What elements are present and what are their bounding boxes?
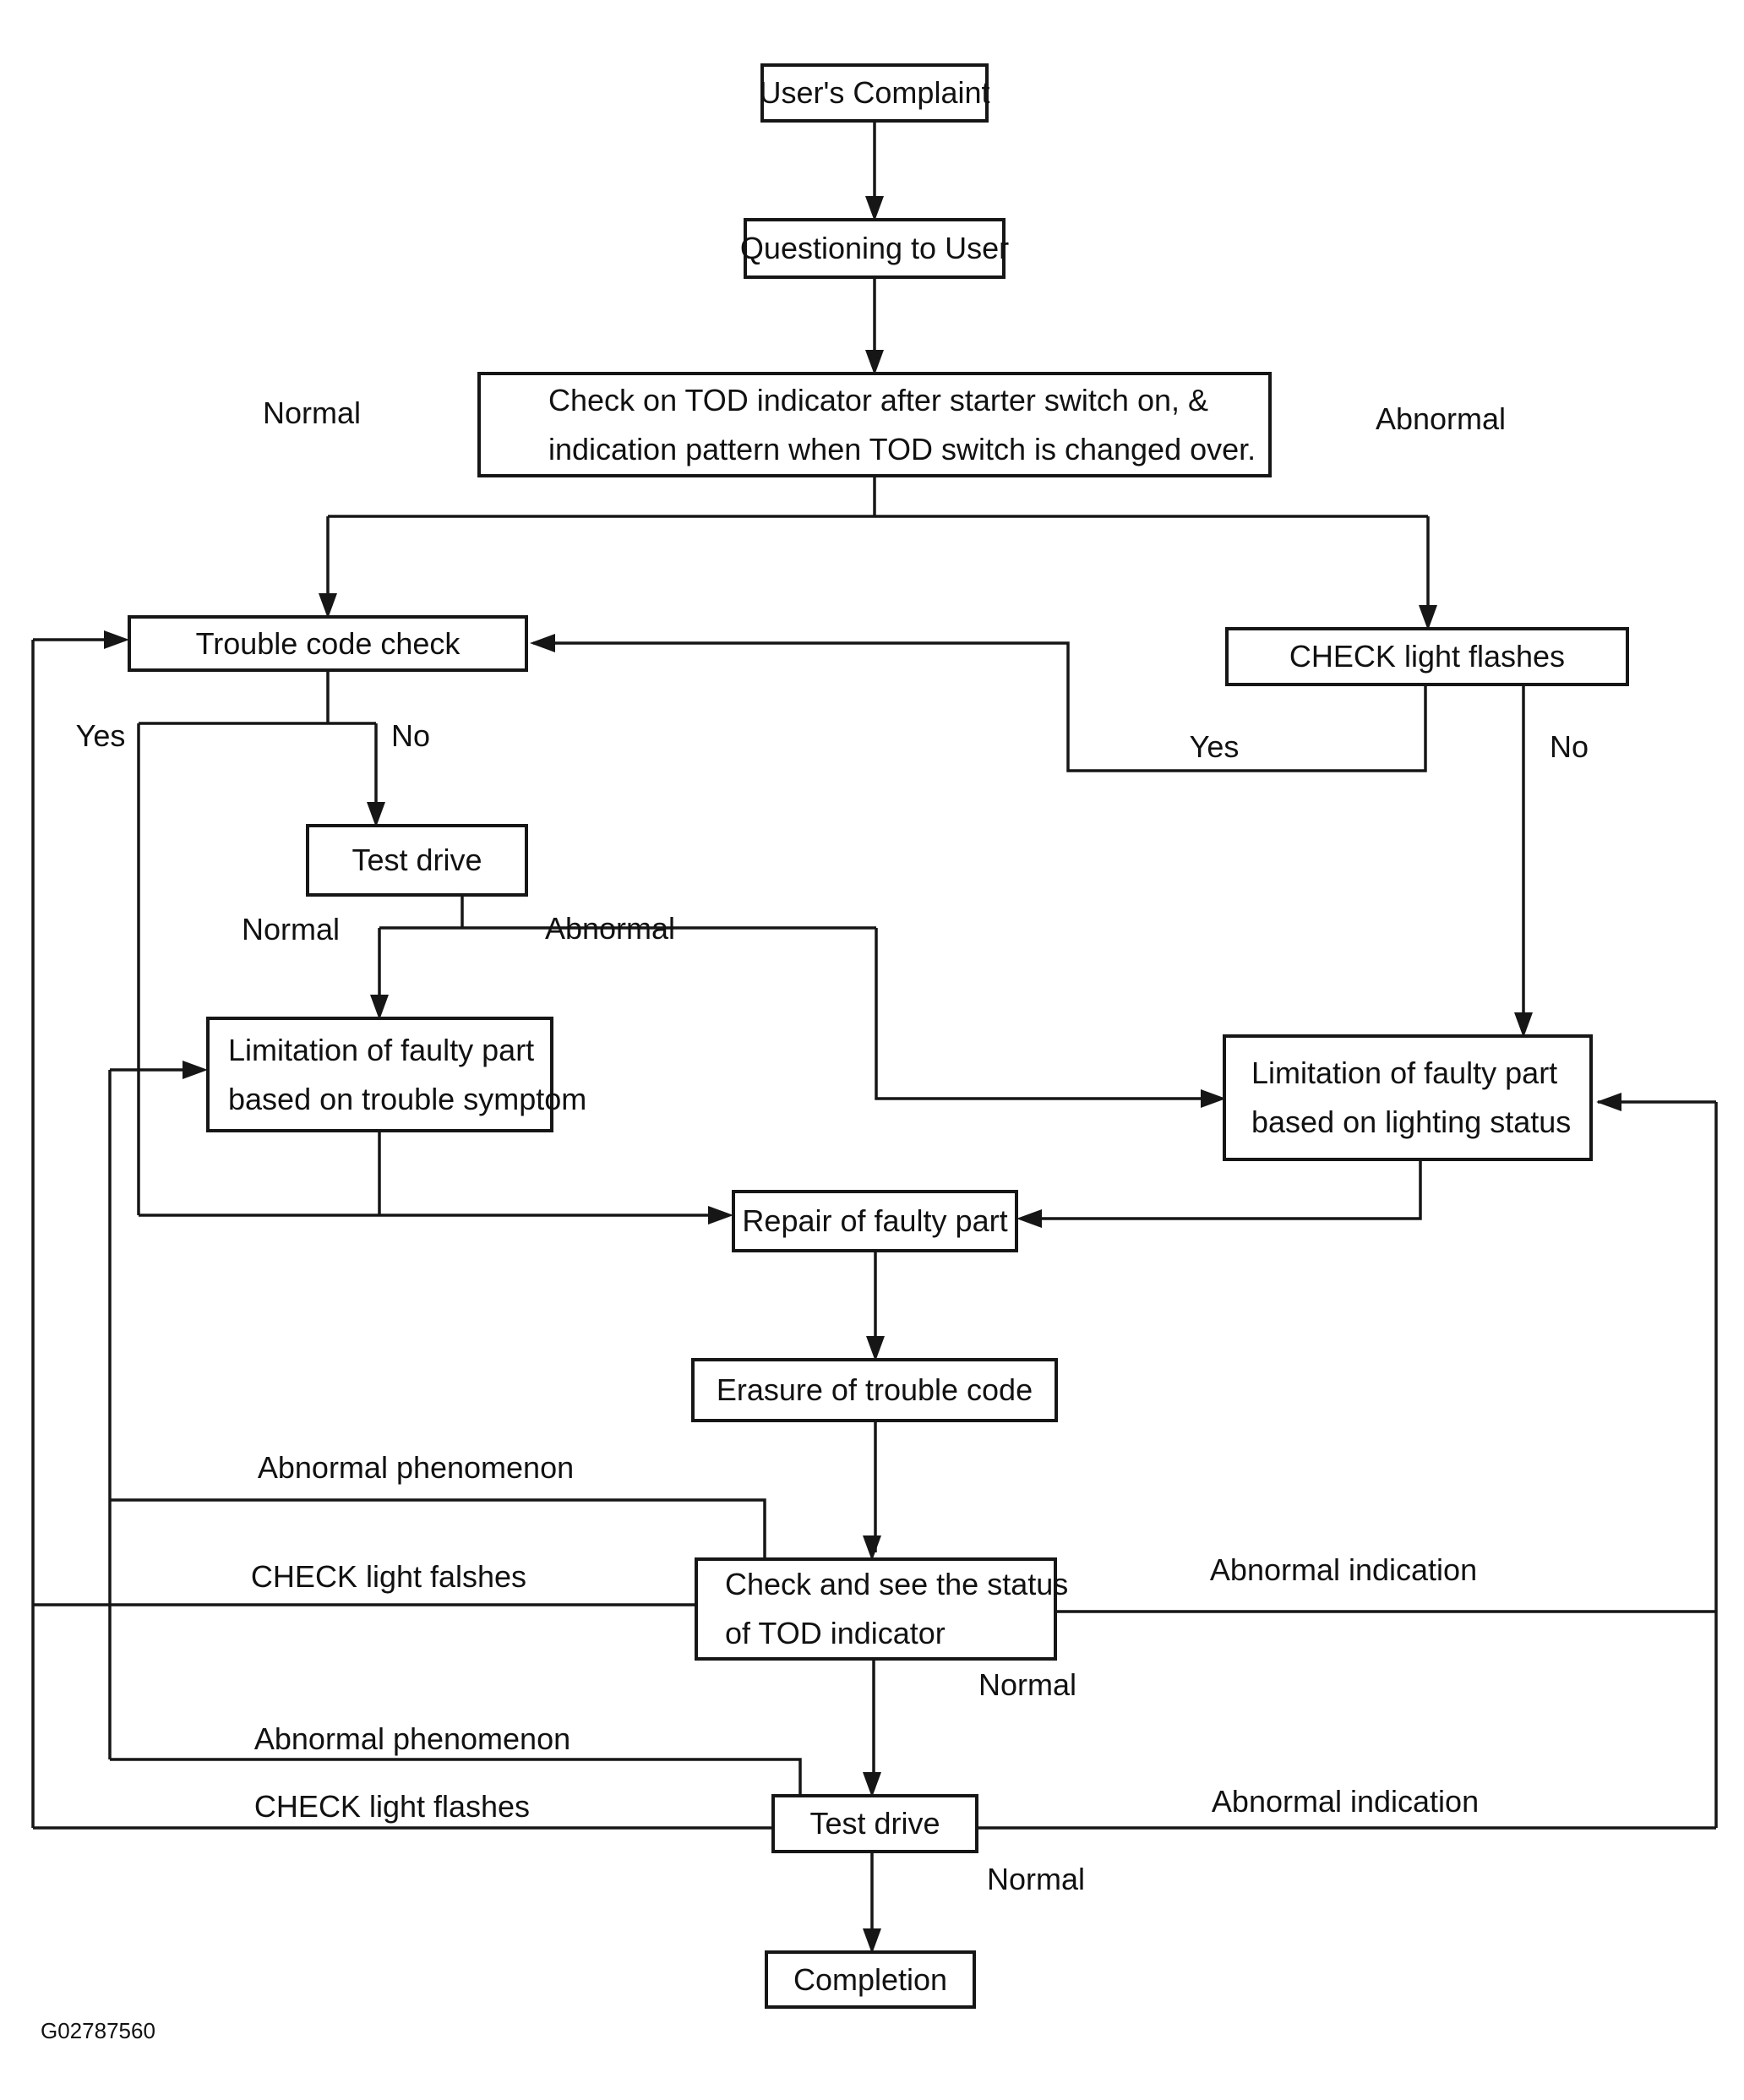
node-limitation-trouble-symptom: Limitation of faulty part based on troub…: [206, 1017, 586, 1132]
figure-id: G02787560: [41, 2018, 155, 2043]
edge-label-check-light-falshes: CHECK light falshes: [250, 1559, 527, 1594]
node-questioning-to-user: Questioning to User: [740, 218, 1009, 279]
edge-label-yes-right: Yes: [1189, 729, 1240, 764]
node-users-complaint-label: User's Complaint: [759, 75, 990, 110]
node-trouble-code-check-label: Trouble code check: [195, 625, 461, 661]
node-check-tod-indicator-text: Check on TOD indicator after starter swi…: [548, 382, 1256, 466]
node-check-tod-indicator: Check on TOD indicator after starter swi…: [477, 372, 1272, 477]
edge-label-yes-left: Yes: [75, 718, 126, 753]
edge-label-no-left: No: [390, 718, 431, 753]
edge-label-abnormal-top: Abnormal: [1375, 401, 1507, 436]
edge-label-normal-top: Normal: [262, 395, 362, 430]
edge-label-normal-after-check: Normal: [978, 1667, 1077, 1702]
edge-label-normal-test1: Normal: [241, 912, 341, 946]
node-completion: Completion: [765, 1950, 976, 2009]
edge-label-abnormal-test1: Abnormal: [544, 911, 676, 946]
edge-label-check-light-flashes-2: CHECK light flashes: [253, 1789, 531, 1824]
edge-label-abnormal-phenomenon-2: Abnormal phenomenon: [253, 1721, 571, 1756]
edge-label-abnormal-indication-2: Abnormal indication: [1211, 1784, 1480, 1819]
node-test-drive-2-label: Test drive: [809, 1806, 940, 1841]
node-check-light-flashes: CHECK light flashes: [1225, 627, 1629, 686]
node-test-drive-1-label: Test drive: [352, 843, 482, 877]
node-repair-faulty-part: Repair of faulty part: [732, 1190, 1018, 1252]
arrowheads-group: [104, 196, 1621, 1954]
node-erasure-trouble-code-label: Erasure of trouble code: [716, 1372, 1033, 1407]
node-erasure-trouble-code: Erasure of trouble code: [691, 1358, 1058, 1422]
node-test-drive-2: Test drive: [771, 1794, 978, 1853]
node-limitation-trouble-symptom-text: Limitation of faulty part based on troub…: [228, 1032, 587, 1116]
edge-label-normal-after-test2: Normal: [986, 1862, 1086, 1896]
node-limitation-lighting-status: Limitation of faulty part based on light…: [1223, 1034, 1593, 1161]
edge-label-abnormal-phenomenon-1: Abnormal phenomenon: [257, 1450, 575, 1485]
node-repair-faulty-part-label: Repair of faulty part: [742, 1203, 1008, 1238]
node-completion-label: Completion: [793, 1961, 948, 1997]
node-limitation-lighting-status-text: Limitation of faulty part based on light…: [1251, 1055, 1572, 1139]
node-users-complaint: User's Complaint: [760, 63, 989, 123]
node-check-see-tod-status-text: Check and see the status of TOD indicato…: [725, 1567, 1069, 1650]
node-questioning-to-user-label: Questioning to User: [739, 231, 1010, 265]
node-test-drive-1: Test drive: [306, 824, 528, 897]
edge-label-no-right: No: [1549, 729, 1589, 764]
edge-lines-group: [31, 123, 1718, 1945]
node-trouble-code-check: Trouble code check: [128, 615, 528, 672]
node-check-light-flashes-label: CHECK light flashes: [1289, 639, 1566, 674]
node-check-see-tod-status: Check and see the status of TOD indicato…: [695, 1557, 1068, 1661]
edge-label-abnormal-indication-1: Abnormal indication: [1209, 1552, 1478, 1587]
